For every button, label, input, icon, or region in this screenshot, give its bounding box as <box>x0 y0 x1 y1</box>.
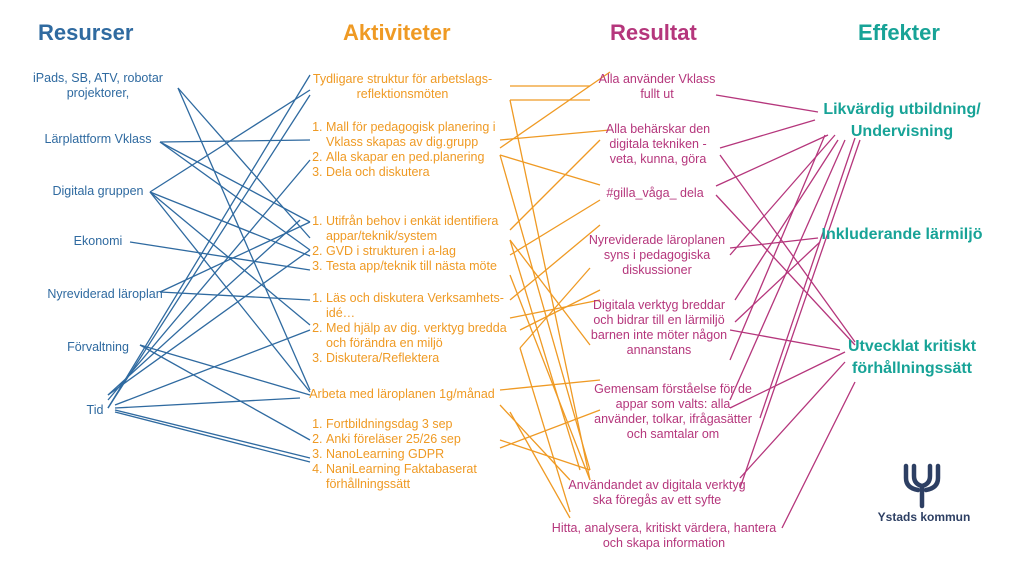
list3-item: Med hjälp av dig. verktyg bredda och för… <box>326 321 513 351</box>
list3-item: Diskutera/Reflektera <box>326 351 513 366</box>
aktivitet-lista-3: Läs och diskutera Verksamhets-idé… Med h… <box>298 291 513 366</box>
resultat-larmiljo: Digitala verktyg breddar och bidrar till… <box>590 298 728 357</box>
resurs-ipads: iPads, SB, ATV, robotar projektorer, <box>33 71 163 100</box>
resultat-appar: Gemensam förståelse för de appar som val… <box>594 382 752 441</box>
list4-item: Fortbildningsdag 3 sep <box>326 417 498 432</box>
aktivitet-laroplan: Arbeta med läroplanen 1g/månad <box>309 387 495 401</box>
resultat-vklass: Alla använder Vklass fullt ut <box>598 72 716 101</box>
list2-item: GVD i strukturen i a-lag <box>326 244 523 259</box>
aktivitet-lista-1: Mall för pedagogisk planering i Vklass s… <box>298 120 508 180</box>
resurs-laroplan: Nyreviderad läroplan <box>47 287 163 301</box>
list2-item: Testa app/teknik till nästa möte <box>326 259 523 274</box>
header-effekter: Effekter <box>858 20 940 45</box>
resultat-syfte: Användandet av digitala verktyg ska före… <box>568 478 746 507</box>
list2-item: Utifrån behov i enkät identifiera appar/… <box>326 214 523 244</box>
list4-item: NanoLearning GDPR <box>326 447 498 462</box>
list3-item: Läs och diskutera Verksamhets-idé… <box>326 291 513 321</box>
header-resurser: Resurser <box>38 20 134 45</box>
resurs-vklass: Lärplattform Vklass <box>44 132 152 146</box>
header-aktiviteter: Aktiviteter <box>343 20 451 45</box>
resultat-gilla: #gilla_våga_ dela <box>606 186 704 200</box>
resultat-lines <box>715 94 861 529</box>
logo-text: Ystads kommun <box>877 510 971 524</box>
aktivitet-lista-4: Fortbildningsdag 3 sep Anki föreläser 25… <box>298 417 498 492</box>
header-resultat: Resultat <box>610 20 697 45</box>
resurs-forvaltning: Förvaltning <box>67 340 129 354</box>
ystad-logo-icon <box>903 463 941 509</box>
list4-item: Anki föreläser 25/26 sep <box>326 432 498 447</box>
aktivitet-struktur: Tydligare struktur för arbetslags-reflek… <box>312 72 493 101</box>
resultat-laroplan: Nyreviderade läroplanen syns i pedagogis… <box>588 233 726 277</box>
resurs-digitala-gruppen: Digitala gruppen <box>52 184 144 198</box>
aktiviteter-lines <box>499 71 611 519</box>
effekt-inkluderande: Inkluderande lärmiljö <box>821 226 983 243</box>
list4-item: NaniLearning Faktabaserat förhållningssä… <box>326 462 498 492</box>
resurser-lines <box>107 74 311 463</box>
resurs-ekonomi: Ekonomi <box>73 234 123 248</box>
resurs-tid: Tid <box>86 403 104 417</box>
list1-item: Alla skapar en ped.planering <box>326 150 508 165</box>
resultat-information: Hitta, analysera, kritiskt värdera, hant… <box>551 521 777 550</box>
list1-item: Mall för pedagogisk planering i Vklass s… <box>326 120 508 150</box>
effekt-kritiskt: Utvecklat kritiskt förhållningssätt <box>847 338 977 377</box>
list1-item: Dela och diskutera <box>326 165 508 180</box>
effekt-likvardig: Likvärdig utbildning/ Undervisning <box>823 101 981 140</box>
aktivitet-lista-2: Utifrån behov i enkät identifiera appar/… <box>298 214 523 274</box>
resultat-teknik: Alla behärskar den digitala tekniken - v… <box>605 122 711 166</box>
